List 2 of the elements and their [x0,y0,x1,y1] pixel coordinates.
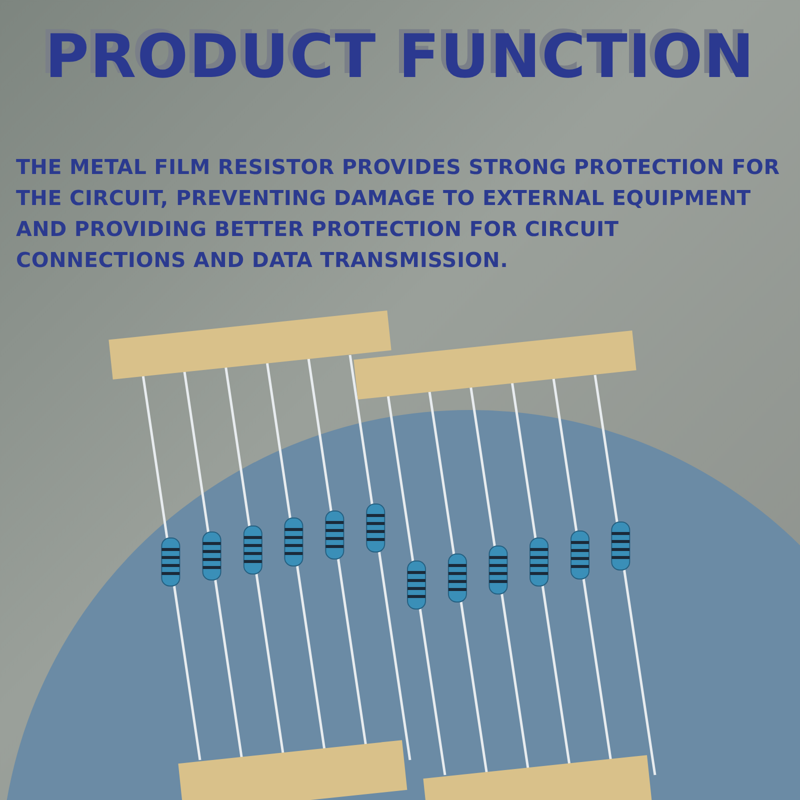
title: PRODUCT FUNCTION [44,22,756,92]
description-paragraph: THE METAL FILM RESISTOR PROVIDES STRONG PROTECTION FOR THE CIRCUIT, PREVENTING DAMAGE TO EXTERNAL EQUIPMENT AND PROVIDING BETTER PROTECTION FOR CIRCUIT CONNECTIONS AND DATA TRANSMISSION. [16,154,781,274]
